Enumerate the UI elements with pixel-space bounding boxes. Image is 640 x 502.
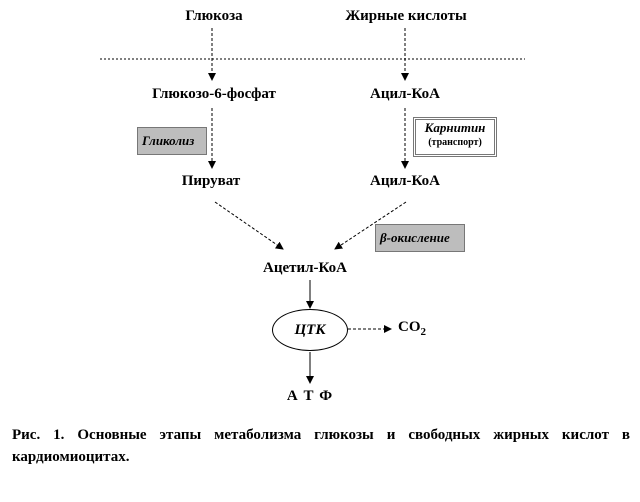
fatty-acids-label: Жирные кислоты bbox=[345, 8, 467, 24]
carnitine-box: Карнитин (транспорт) bbox=[413, 117, 497, 157]
co2-label: CO2 bbox=[398, 319, 426, 338]
carnitine-sub-label: (транспорт) bbox=[428, 137, 482, 148]
co2-subscript: 2 bbox=[420, 326, 427, 338]
glucose-6-phosphate-label: Глюкозо-6-фосфат bbox=[152, 86, 276, 102]
acyl-coa-label-2: Ацил-КоА bbox=[370, 173, 440, 189]
beta-oxidation-label: β-окисление bbox=[380, 230, 450, 245]
glycolysis-box: Гликолиз bbox=[137, 127, 207, 155]
arrow-pyruvate-to-acetyl bbox=[214, 201, 284, 250]
acetyl-coa-label: Ацетил-КоА bbox=[262, 260, 348, 276]
tca-label: ЦТК bbox=[294, 321, 326, 338]
co2-text: CO bbox=[398, 319, 421, 335]
arrow-acyl-to-acetyl bbox=[334, 201, 407, 250]
tca-cycle-node: ЦТК bbox=[272, 309, 348, 351]
carnitine-label: Карнитин bbox=[424, 120, 486, 135]
glucose-label: Глюкоза bbox=[185, 8, 243, 24]
acyl-coa-label-1: Ацил-КоА bbox=[370, 86, 440, 102]
glycolysis-label: Гликолиз bbox=[142, 133, 195, 148]
atp-label: А Т Ф bbox=[286, 388, 334, 404]
beta-oxidation-box: β-окисление bbox=[375, 224, 465, 252]
pyruvate-label: Пируват bbox=[181, 173, 241, 189]
figure-caption: Рис. 1. Основные этапы метаболизма глюко… bbox=[12, 427, 630, 465]
